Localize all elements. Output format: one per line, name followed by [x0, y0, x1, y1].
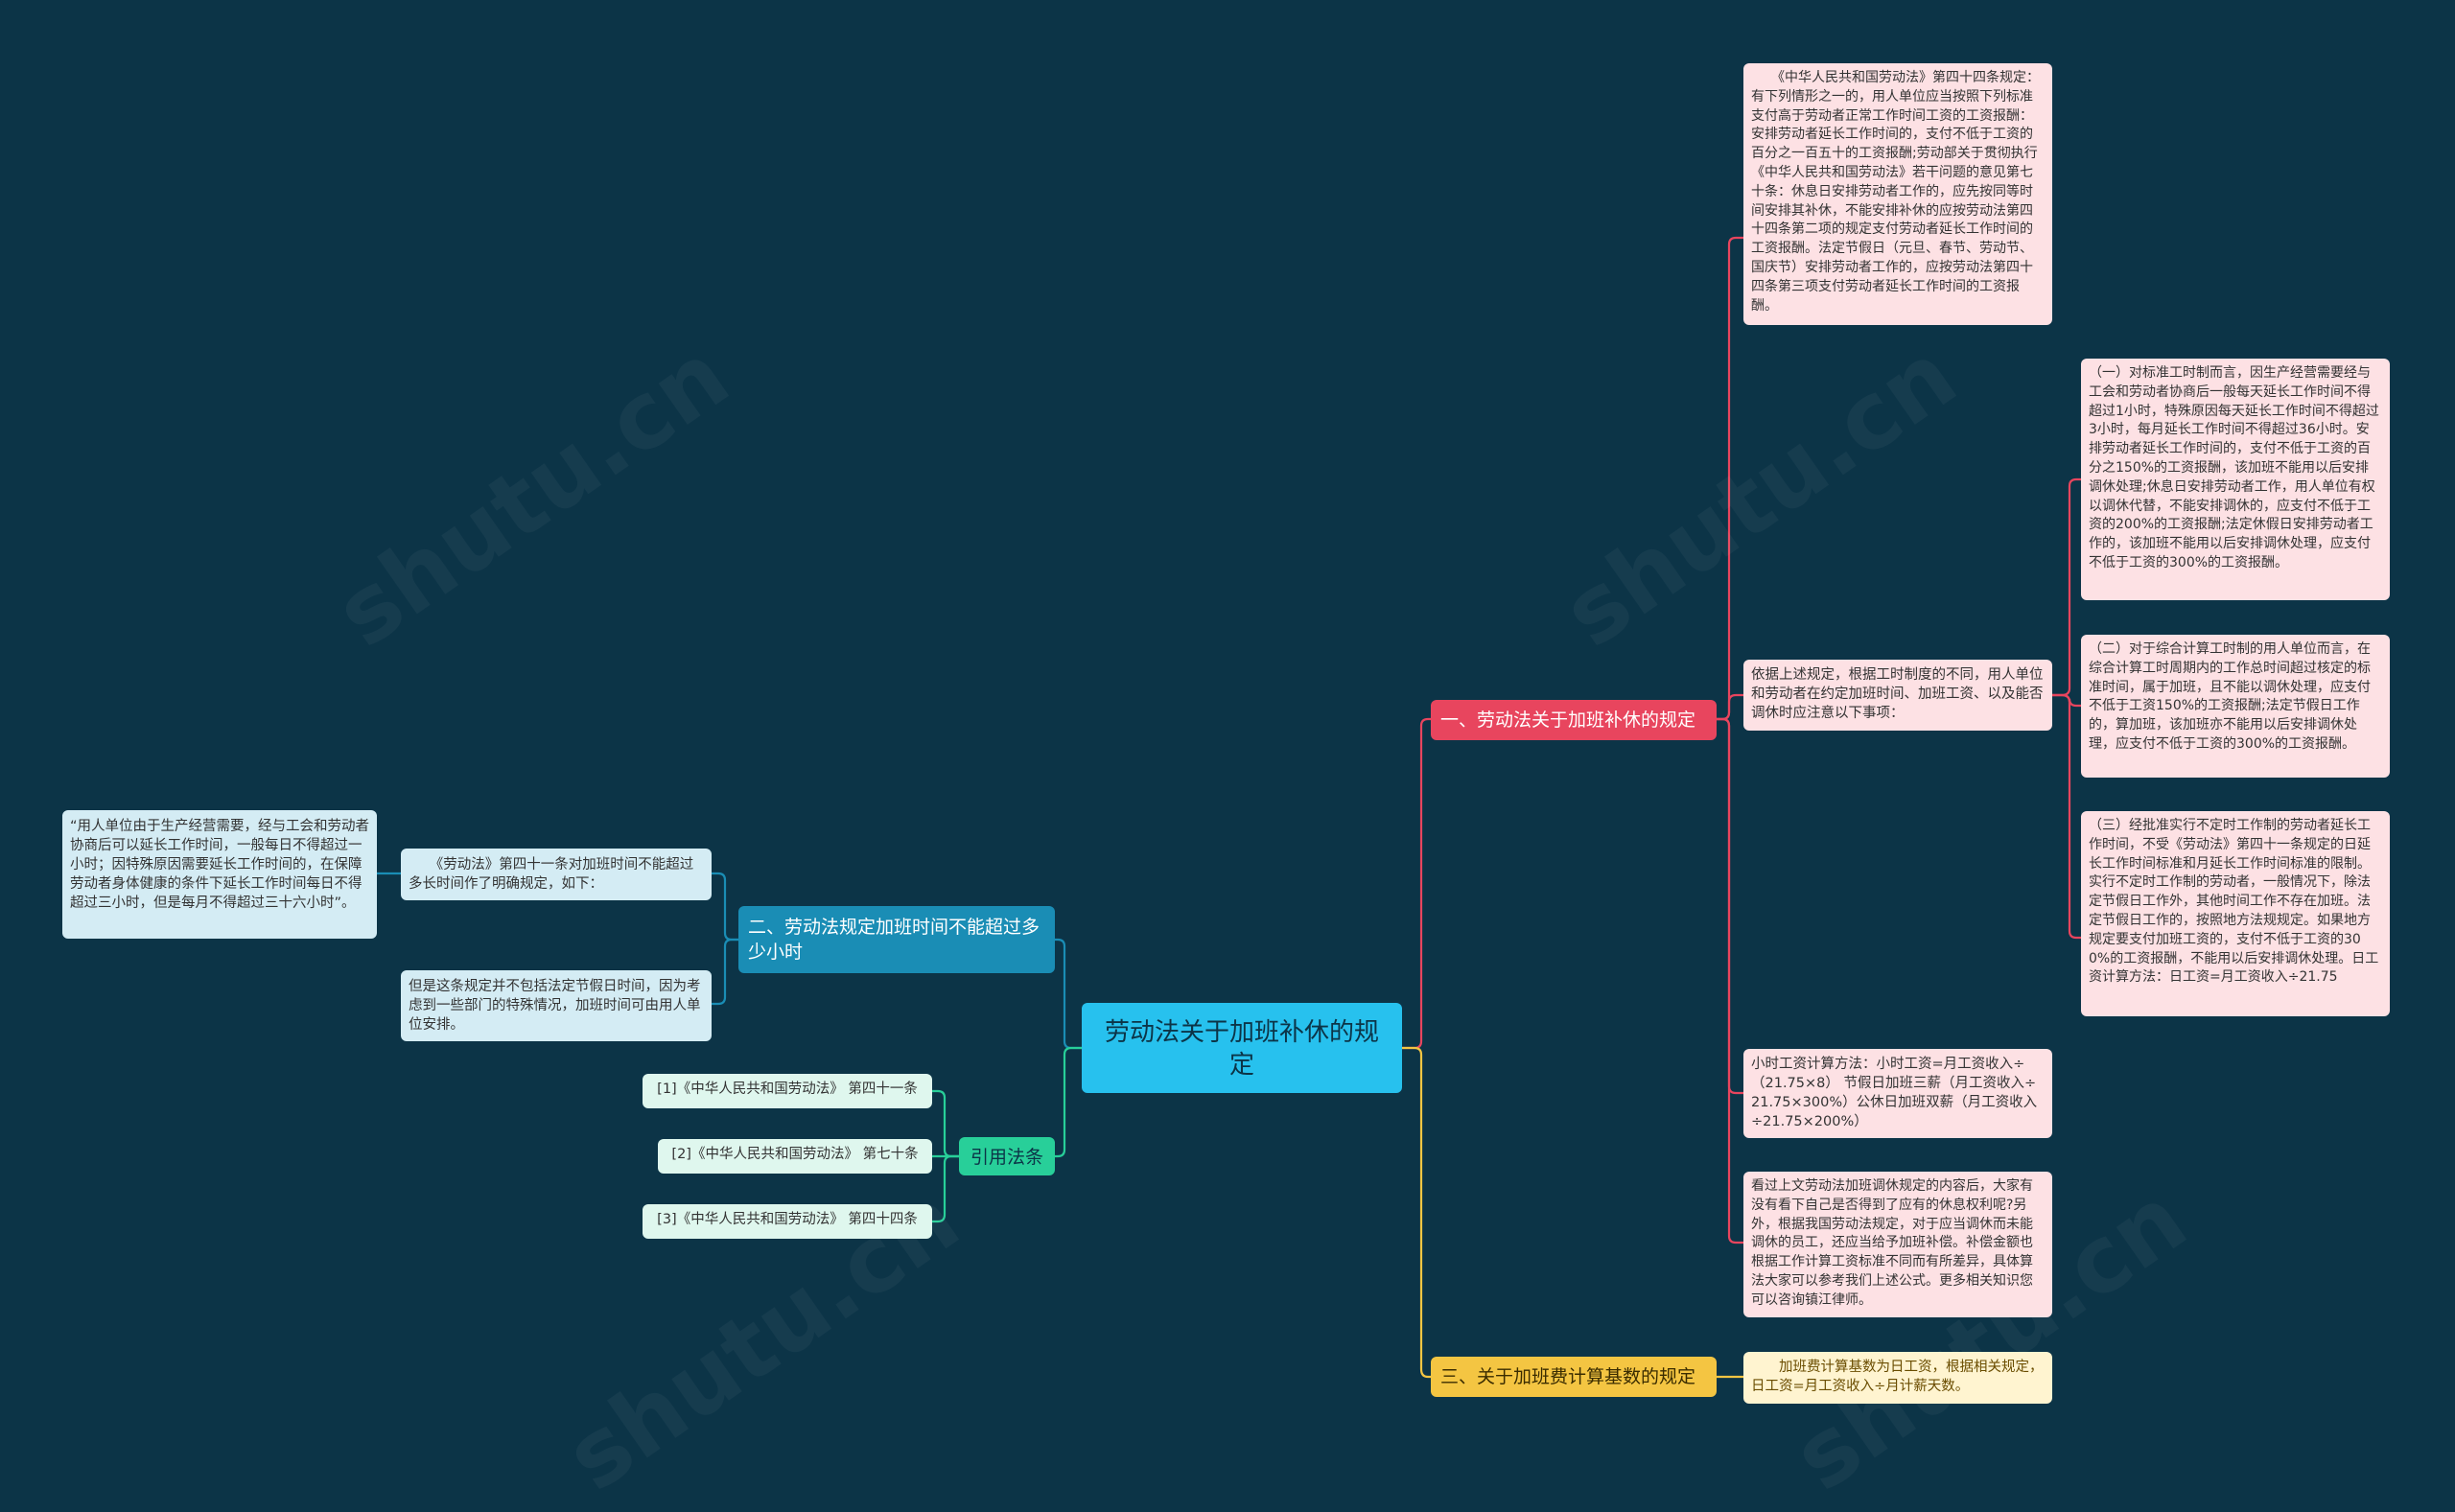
- branch-label: 引用法条: [970, 1147, 1043, 1168]
- branch-label: 一、劳动法关于加班补休的规定: [1440, 709, 1696, 731]
- note-hourly-wage[interactable]: 小时工资计算方法：小时工资=月工资收入÷（21.75×8） 节假日加班三薪（月工…: [1743, 1049, 2052, 1138]
- link-root-branch3: [1400, 1046, 1433, 1379]
- connector-lines: [375, 236, 2083, 1379]
- ref-item-1[interactable]: [1]《中华人民共和国劳动法》 第四十一条: [643, 1074, 932, 1108]
- note-text: （三）经批准实行不定时工作制的劳动者延长工作时间，不受《劳动法》第四十一条规定的…: [2089, 818, 2379, 986]
- note-text: （一）对标准工时制而言，因生产经营需要经与工会和劳动者协商后一般每天延长工作时间…: [2089, 365, 2379, 570]
- note-text: 《劳动法》第四十一条对加班时间不能超过多长时间作了明确规定，如下：: [409, 857, 694, 892]
- root-topic-label: 劳动法关于加班补休的规定: [1104, 1018, 1379, 1080]
- note-text: 《中华人民共和国劳动法》第四十四条规定：有下列情形之一的，用人单位应当按照下列标…: [1751, 70, 2040, 314]
- note-comprehensive-hours[interactable]: （二）对于综合计算工时制的用人单位而言，在综合计算工时周期内的工作总时间超过核定…: [2081, 635, 2390, 778]
- branch-overtime-pay-base[interactable]: 三、关于加班费计算基数的规定: [1431, 1357, 1717, 1397]
- note-text: 依据上述规定，根据工时制度的不同，用人单位和劳动者在约定加班时间、加班工资、以及…: [1751, 667, 2044, 721]
- link-root-branch4: [1053, 1046, 1084, 1158]
- note-article-41-quote[interactable]: “用人单位由于生产经营需要，经与工会和劳动者协商后可以延长工作时间，一般每日不得…: [62, 810, 377, 939]
- branch-cited-laws[interactable]: 引用法条: [959, 1137, 1055, 1175]
- note-flexible-hours[interactable]: （三）经批准实行不定时工作制的劳动者延长工作时间，不受《劳动法》第四十一条规定的…: [2081, 811, 2390, 1016]
- branch-overtime-compensation[interactable]: 一、劳动法关于加班补休的规定: [1431, 700, 1717, 740]
- branch-overtime-limit[interactable]: 二、劳动法规定加班时间不能超过多少小时: [738, 906, 1055, 973]
- ref-text: [2]《中华人民共和国劳动法》 第七十条: [671, 1147, 919, 1162]
- link-root-branch1: [1400, 717, 1433, 1050]
- note-text: 但是这条规定并不包括法定节假日时间，因为考虑到一些部门的特殊情况，加班时间可由用…: [409, 979, 701, 1033]
- note-article-41[interactable]: 《劳动法》第四十一条对加班时间不能超过多长时间作了明确规定，如下：: [401, 849, 712, 900]
- ref-text: [3]《中华人民共和国劳动法》 第四十四条: [657, 1212, 918, 1227]
- note-standard-hours[interactable]: （一）对标准工时制而言，因生产经营需要经与工会和劳动者协商后一般每天延长工作时间…: [2081, 359, 2390, 600]
- link-branch4-refs: [930, 1089, 961, 1158]
- ref-text: [1]《中华人民共和国劳动法》 第四十一条: [657, 1082, 918, 1097]
- note-text: “用人单位由于生产经营需要，经与工会和劳动者协商后可以延长工作时间，一般每日不得…: [70, 819, 370, 911]
- note-article-44[interactable]: 《中华人民共和国劳动法》第四十四条规定：有下列情形之一的，用人单位应当按照下列标…: [1743, 63, 2052, 325]
- note-pay-base[interactable]: 加班费计算基数为日工资，根据相关规定，日工资=月工资收入÷月计薪天数。: [1743, 1352, 2052, 1404]
- branch-label: 三、关于加班费计算基数的规定: [1440, 1366, 1696, 1387]
- note-summary[interactable]: 看过上文劳动法加班调休规定的内容后，大家有没有看下自己是否得到了应有的休息权利呢…: [1743, 1172, 2052, 1317]
- note-text: 看过上文劳动法加班调休规定的内容后，大家有没有看下自己是否得到了应有的休息权利呢…: [1751, 1178, 2033, 1308]
- link-branch2-children: [710, 872, 740, 942]
- branch-label: 二、劳动法规定加班时间不能超过多少小时: [748, 917, 1040, 963]
- link-branch1-children: [1715, 236, 1745, 721]
- root-topic[interactable]: 劳动法关于加班补休的规定: [1082, 1003, 1402, 1093]
- mind-map-canvas: shutu.cn shutu.cn shutu.cn shutu.cn 劳动法关…: [62, 63, 2390, 1512]
- ref-item-3[interactable]: [3]《中华人民共和国劳动法》 第四十四条: [643, 1204, 932, 1239]
- link-root-branch2: [1053, 938, 1084, 1050]
- note-text: 小时工资计算方法：小时工资=月工资收入÷（21.75×8） 节假日加班三薪（月工…: [1751, 1057, 2038, 1129]
- ref-item-2[interactable]: [2]《中华人民共和国劳动法》 第七十条: [658, 1139, 932, 1174]
- note-basis[interactable]: 依据上述规定，根据工时制度的不同，用人单位和劳动者在约定加班时间、加班工资、以及…: [1743, 660, 2052, 731]
- note-text: 加班费计算基数为日工资，根据相关规定，日工资=月工资收入÷月计薪天数。: [1751, 1360, 2044, 1394]
- note-text: （二）对于综合计算工时制的用人单位而言，在综合计算工时周期内的工作总时间超过核定…: [2089, 641, 2371, 752]
- note-holiday-exception[interactable]: 但是这条规定并不包括法定节假日时间，因为考虑到一些部门的特殊情况，加班时间可由用…: [401, 970, 712, 1041]
- link-basis-subs: [2050, 477, 2083, 697]
